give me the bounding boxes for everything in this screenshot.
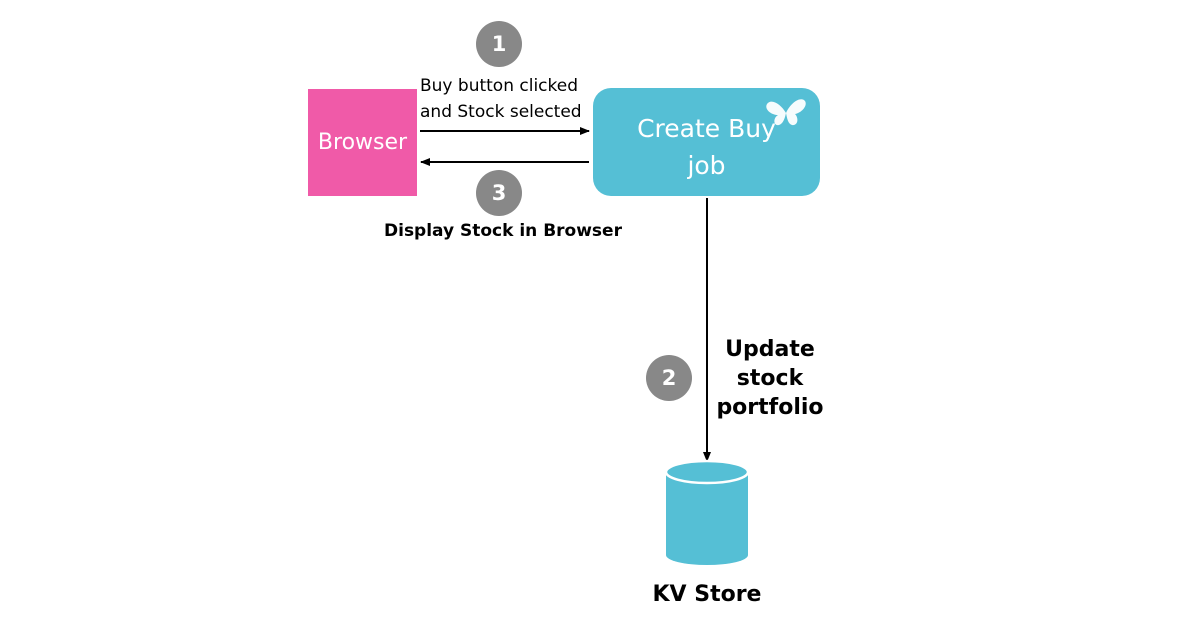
step-1-label: Buy button clicked and Stock selected: [420, 76, 582, 122]
step-3-badge: 3: [476, 170, 522, 216]
kv-store-top: [664, 459, 750, 485]
create-buy-job-node: Create Buy job: [593, 88, 820, 196]
step-2-badge: 2: [646, 355, 692, 401]
kv-store-label: KV Store: [652, 582, 762, 607]
create-buy-job-label: Create Buy job: [637, 114, 776, 180]
butterfly-icon: [766, 99, 806, 126]
browser-label: Browser: [317, 130, 408, 155]
kv-store-body: [666, 472, 748, 565]
step-3-label: Display Stock in Browser: [384, 221, 622, 241]
browser-node: Browser: [308, 89, 417, 196]
step-1-badge: 1: [476, 21, 522, 67]
step-2-label: Update stock portfolio: [716, 337, 824, 420]
kv-store-cylinder: [664, 459, 750, 565]
